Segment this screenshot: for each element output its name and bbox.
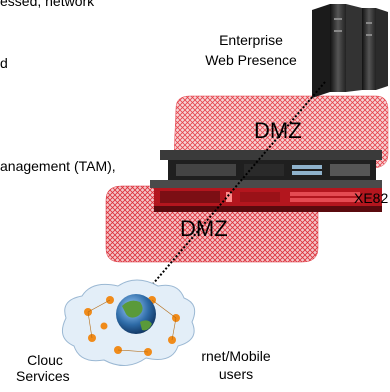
enterprise-server-icon bbox=[312, 4, 388, 98]
cloud-services-label: Clouc Services bbox=[16, 352, 70, 384]
globe-icon bbox=[116, 294, 156, 334]
mobile-users-label: rnet/Mobile users bbox=[188, 348, 284, 382]
appliance-stack-icon bbox=[150, 150, 382, 212]
mobile-label-line1: rnet/Mobile bbox=[201, 348, 271, 364]
management-text: anagement (TAM), bbox=[0, 158, 116, 174]
xe-label: XE82 bbox=[354, 190, 389, 206]
enterprise-label-line1: Enterprise bbox=[219, 32, 283, 48]
cloud-label-line1: Clouc bbox=[27, 352, 63, 368]
enterprise-label: Enterprise Web Presence bbox=[192, 32, 310, 68]
cloud-label-line2: Services bbox=[16, 368, 70, 384]
dmz-label-lower: DMZ bbox=[180, 216, 228, 241]
partial-text-top-left: essed, network bbox=[0, 0, 95, 9]
partial-text-d: d bbox=[0, 55, 8, 71]
network-link-line bbox=[134, 81, 326, 306]
enterprise-label-line2: Web Presence bbox=[205, 52, 297, 68]
dmz-label-upper: DMZ bbox=[254, 118, 302, 143]
mobile-label-line2: users bbox=[218, 366, 254, 382]
